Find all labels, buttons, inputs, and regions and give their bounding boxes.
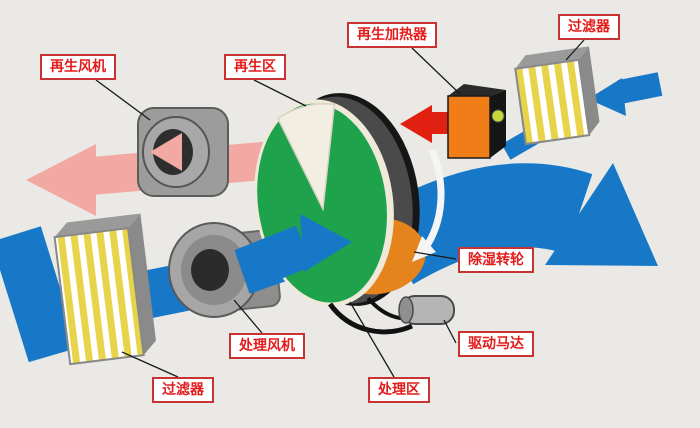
label-regeneration-heater: 再生加热器 <box>347 22 437 48</box>
filter-top-unit <box>514 46 600 146</box>
regen-inlet-arrowhead <box>588 78 626 116</box>
label-processing-fan: 处理风机 <box>229 333 305 359</box>
label-processing-zone: 处理区 <box>368 377 430 403</box>
label-filter-top: 过滤器 <box>558 14 620 40</box>
rotation-arrowhead <box>412 236 436 262</box>
regen-inlet-band <box>617 72 663 104</box>
filter-bottom-unit <box>53 213 156 366</box>
heater-side-face <box>490 90 506 158</box>
leader-wheel <box>413 251 457 260</box>
processing-fan <box>168 222 281 318</box>
filter-top-media <box>514 58 591 146</box>
label-regeneration-zone: 再生区 <box>224 54 286 80</box>
heater-indicator-light <box>491 109 505 123</box>
motor-end-cap <box>398 296 414 324</box>
drive-motor <box>398 295 455 325</box>
filter-bottom-side-face <box>128 213 156 356</box>
label-dehumidifier-wheel: 除湿转轮 <box>458 247 534 273</box>
leader-process-fan <box>233 299 263 334</box>
rotation-arc <box>421 148 445 253</box>
leader-filter-bottom <box>121 351 179 378</box>
leader-regen-zone <box>253 79 307 107</box>
filter-top-side-face <box>578 46 600 136</box>
leader-filter-top <box>565 39 585 61</box>
wheel-crossing-band <box>235 225 313 291</box>
process-fan-inlet <box>191 249 229 291</box>
leader-regen-heater <box>411 47 461 95</box>
filter-top-top-face <box>515 46 589 69</box>
outlet-arrowhead <box>545 163 658 266</box>
leader-regen-fan <box>95 79 151 121</box>
leader-process-zone <box>349 301 395 378</box>
hot-air-arrowhead <box>400 105 432 143</box>
heater-front-face <box>447 95 491 159</box>
label-filter-bottom: 过滤器 <box>152 377 214 403</box>
leader-lines <box>95 39 585 378</box>
regen-air-inlet-arrow <box>588 72 663 116</box>
heater-top-face <box>448 84 506 96</box>
label-regeneration-fan: 再生风机 <box>40 54 116 80</box>
rotation-direction-arrow <box>412 148 445 262</box>
regen-fan-flow-arrowhead <box>150 133 182 171</box>
regen-exhaust-arrowhead <box>26 144 96 216</box>
regeneration-heater <box>447 84 506 159</box>
regeneration-fan <box>137 107 229 197</box>
filter-bottom-media <box>53 226 145 366</box>
filter-bottom-top-face <box>54 213 141 238</box>
leader-motor <box>443 319 457 344</box>
label-drive-motor: 驱动马达 <box>458 331 534 357</box>
process-air-through-wheel-arrow <box>235 214 352 291</box>
wheel-crossing-arrowhead <box>300 214 352 272</box>
belt-lower-run <box>327 302 414 335</box>
